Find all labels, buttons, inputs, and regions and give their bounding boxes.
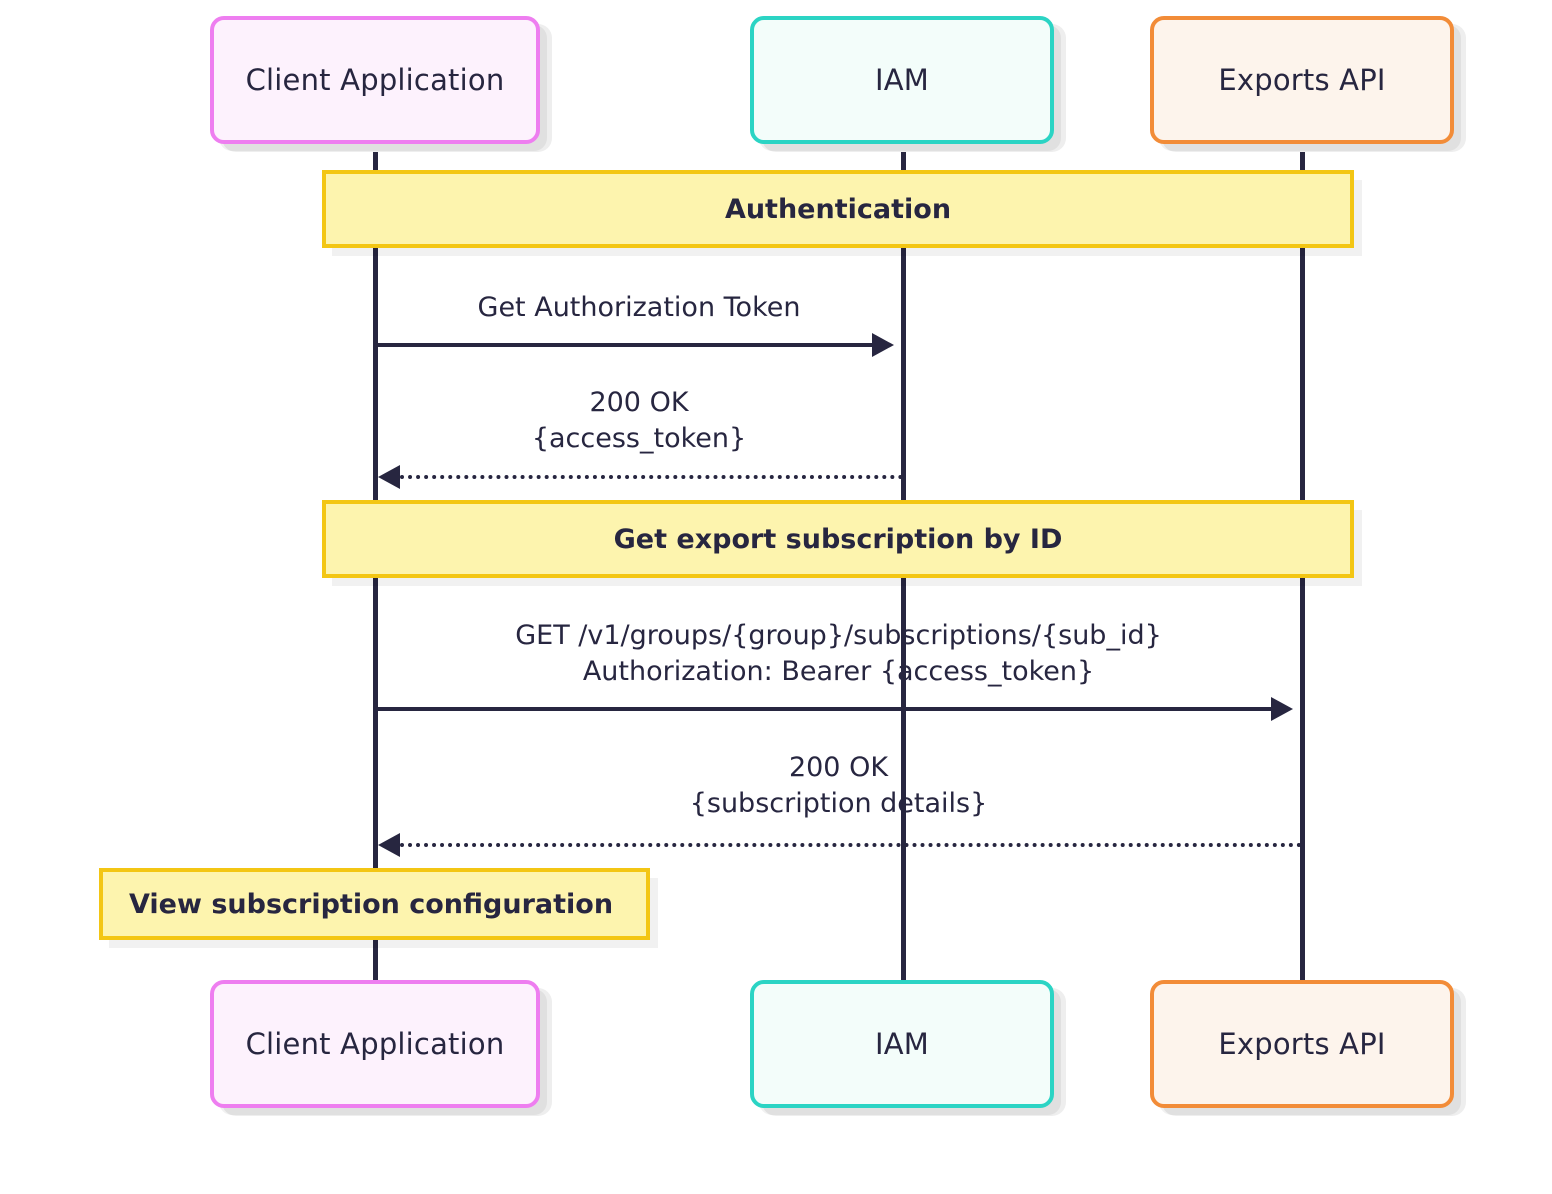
message-line-token-response: [400, 475, 903, 479]
actor-bottom-exports-api[interactable]: Exports API: [1150, 980, 1454, 1108]
actor-top-iam[interactable]: IAM: [750, 16, 1054, 144]
message-arrowhead-subscription-response: [378, 833, 400, 857]
actor-label-client-application-top: Client Application: [245, 63, 505, 97]
actor-label-client-application-bottom: Client Application: [245, 1027, 505, 1061]
message-arrowhead-get-subscription-request: [1271, 697, 1293, 721]
section-banner-get-export-subscription-label: Get export subscription by ID: [613, 523, 1063, 555]
message-arrowhead-get-authorization-token: [872, 333, 894, 357]
message-label-subscription-response: 200 OK {subscription details}: [689, 752, 988, 819]
message-label-get-authorization-token: Get Authorization Token: [477, 292, 801, 323]
message-line-get-authorization-token: [375, 343, 873, 347]
section-banner-authentication-label: Authentication: [724, 193, 952, 225]
actor-label-exports-api-bottom: Exports API: [1218, 1027, 1386, 1061]
message-label-token-response: 200 OK {access_token}: [531, 387, 747, 454]
message-line-get-subscription-request: [375, 707, 1272, 711]
section-banner-get-export-subscription-by-id[interactable]: Get export subscription by ID: [322, 500, 1354, 578]
message-arrowhead-token-response: [378, 465, 400, 489]
message-line-subscription-response: [400, 843, 1302, 847]
actor-label-exports-api-top: Exports API: [1218, 63, 1386, 97]
actor-label-iam-top: IAM: [874, 63, 929, 97]
message-label-get-subscription-request: GET /v1/groups/{group}/subscriptions/{su…: [515, 620, 1162, 687]
actor-top-client-application[interactable]: Client Application: [210, 16, 540, 144]
actor-bottom-client-application[interactable]: Client Application: [210, 980, 540, 1108]
note-view-subscription-configuration[interactable]: View subscription configuration: [99, 868, 650, 940]
section-banner-authentication[interactable]: Authentication: [322, 170, 1354, 248]
actor-top-exports-api[interactable]: Exports API: [1150, 16, 1454, 144]
note-label-view-subscription-configuration: View subscription configuration: [129, 888, 614, 920]
actor-label-iam-bottom: IAM: [874, 1027, 929, 1061]
actor-bottom-iam[interactable]: IAM: [750, 980, 1054, 1108]
